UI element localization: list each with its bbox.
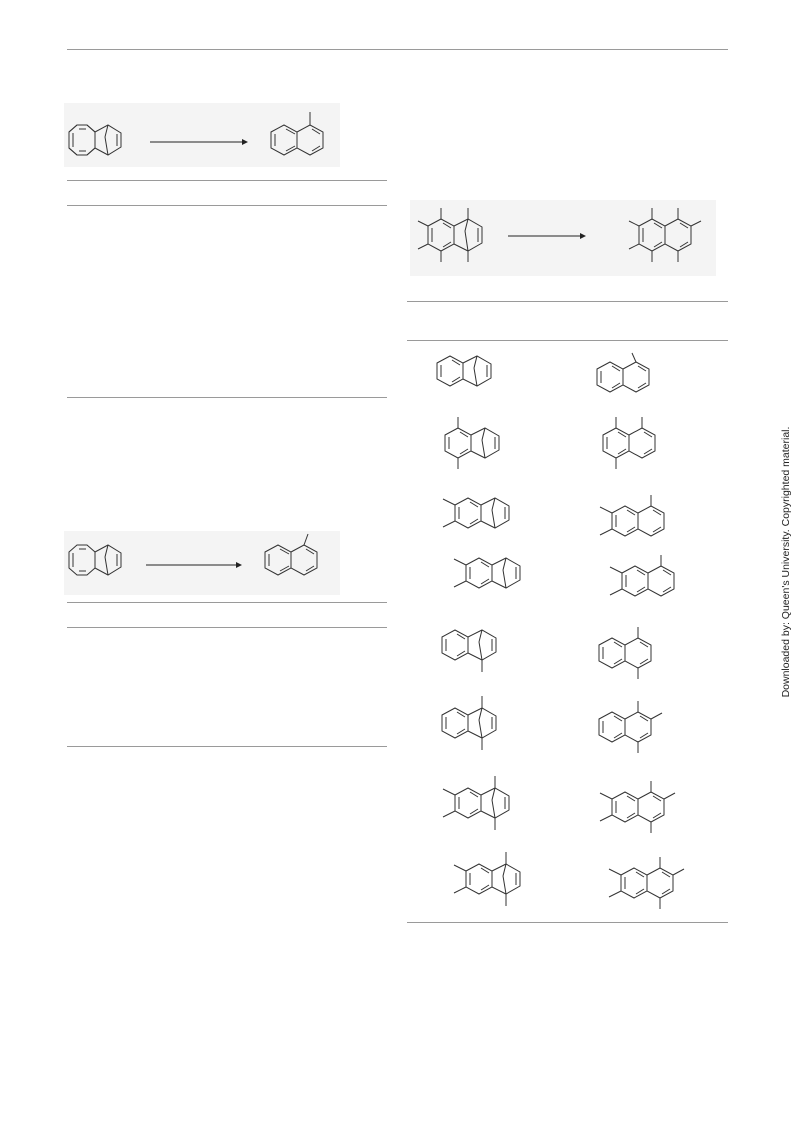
row-1-substrate <box>436 355 492 387</box>
row-5-product <box>598 627 652 679</box>
scheme-c <box>64 531 340 595</box>
table-a-rule-1 <box>67 180 387 181</box>
row-7-substrate <box>442 776 510 830</box>
scheme-b-arrow <box>508 233 586 239</box>
row-6-substrate <box>441 696 497 750</box>
octamethylnaphthalene-structure <box>628 208 702 262</box>
row-8-substrate <box>453 852 521 906</box>
header-rule <box>67 49 728 50</box>
scheme-a-drawing <box>68 112 324 156</box>
row-3-substrate <box>442 497 510 529</box>
scheme-b <box>410 200 716 276</box>
row-2-product <box>602 417 656 469</box>
scheme-c-drawing <box>68 533 318 576</box>
scheme-b-drawing <box>417 208 702 262</box>
structure-table-drawing <box>436 352 685 909</box>
row-4-product <box>609 555 675 597</box>
table-c-rule-1 <box>67 602 387 603</box>
row-4-substrate <box>453 557 521 589</box>
row-6-product <box>598 701 663 753</box>
row-8-product <box>608 857 685 909</box>
table-b-rule-1 <box>407 301 728 302</box>
methylnaphthalene-structure <box>264 533 318 576</box>
row-2-substrate <box>444 417 500 469</box>
hexamethyl-benzonorbornadiene-structure <box>417 208 483 262</box>
scheme-c-arrow <box>146 562 242 568</box>
download-notice-text: Downloaded by: Queen's University. Copyr… <box>780 426 792 698</box>
table-b-rule-3 <box>407 922 728 923</box>
methylnaphthalene-structure <box>270 112 324 156</box>
row-1-product <box>596 352 650 393</box>
table-a-rule-2 <box>67 205 387 206</box>
row-5-substrate <box>441 629 497 672</box>
table-c-rule-2 <box>67 627 387 628</box>
benzonorbornadiene-structure <box>68 544 122 576</box>
table-c-rule-3 <box>67 746 387 747</box>
table-b-rule-2 <box>407 340 728 341</box>
scheme-a <box>64 103 340 167</box>
row-7-product <box>599 781 676 833</box>
table-a-rule-3 <box>67 397 387 398</box>
benzonorbornadiene-structure <box>68 124 122 156</box>
structure-table <box>407 345 728 917</box>
row-3-product <box>599 495 665 537</box>
scheme-a-arrow <box>150 139 248 145</box>
